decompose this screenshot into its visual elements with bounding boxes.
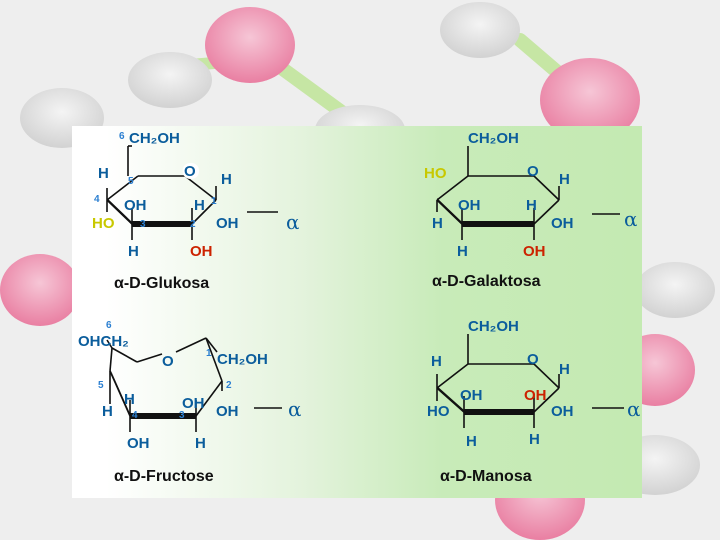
mannose-c3-h: H — [466, 433, 477, 450]
mannose-c2-h: H — [529, 431, 540, 448]
galactose-c4-ho: HO — [424, 165, 447, 182]
fructose-c4-number: 4 — [132, 410, 138, 421]
fructose-c4-oh: OH — [127, 435, 150, 452]
fructose-c1-number: 1 — [206, 348, 212, 359]
galactose-c2-oh: OH — [523, 243, 546, 260]
fructose-c6-group: OHCH₂ — [78, 333, 129, 350]
fructose-c5-number: 5 — [98, 380, 104, 391]
mannose-c5-h: H — [431, 353, 442, 370]
grey-atom — [635, 262, 715, 318]
grey-atom — [440, 2, 520, 58]
fructose-c2-number: 2 — [226, 380, 232, 391]
mannose-c4-oh: OH — [460, 387, 483, 404]
glucose-c1-h: H — [221, 171, 232, 188]
glucose-c6-number: 6 — [119, 131, 125, 142]
glucose-c3-number: 3 — [140, 219, 146, 230]
galactose-wedge-left — [437, 198, 463, 226]
fructose-structure: O OHCH₂ 6 1 CH₂OH 5 2 H H OH OH 4 3 OH H… — [78, 320, 302, 485]
mannose-structure: O CH₂OH H H OH OH OH HO H H α α-D-Manosa — [427, 318, 641, 485]
galactose-c1-h: H — [559, 171, 570, 188]
grey-atom — [128, 52, 212, 108]
glucose-c2-oh: OH — [190, 243, 213, 260]
fructose-c6-number: 6 — [106, 320, 112, 331]
fructose-c3-number: 3 — [179, 410, 185, 421]
glucose-c3-h: H — [128, 243, 139, 260]
glucose-wedge-left — [107, 198, 133, 226]
mannose-wedge-left — [437, 386, 465, 414]
fructose-wedge-left — [110, 369, 132, 418]
glucose-c1-oh: OH — [216, 215, 239, 232]
mannose-c1-h: H — [559, 361, 570, 378]
glucose-ring-o: O — [184, 163, 196, 180]
pink-atom — [540, 58, 640, 142]
galactose-ring-o: O — [527, 163, 539, 180]
glucose-name: α-D-Glukosa — [114, 275, 209, 292]
fructose-c4-h: H — [124, 391, 135, 408]
galactose-c6-group: CH₂OH — [468, 130, 519, 147]
mannose-c1-oh: OH — [551, 403, 574, 420]
glucose-ring-o-bg: O — [185, 163, 197, 180]
galactose-c2-h: H — [526, 197, 537, 214]
fructose-c2-group: CH₂OH — [217, 351, 268, 368]
galactose-c4-h: H — [432, 215, 443, 232]
mannose-alpha-symbol: α — [627, 397, 641, 421]
glucose-c3-ho: HO — [92, 215, 115, 232]
glucose-c5-h: H — [98, 165, 109, 182]
galactose-c1-oh: OH — [551, 215, 574, 232]
glucose-c2-h: H — [194, 197, 205, 214]
galactose-c3-oh: OH — [458, 197, 481, 214]
structures-panel: O O CH₂OH 6 H 5 H 4 OH H 1 OH HO 3 2 H O… — [72, 126, 642, 498]
mannose-c2-oh: OH — [524, 387, 547, 404]
glucose-c2-number: 2 — [190, 219, 196, 230]
pink-atom — [0, 254, 80, 326]
galactose-structure: O CH₂OH HO H H OH H OH H OH α α-D-Galakt… — [424, 130, 638, 290]
fructose-ring-o: O — [162, 353, 174, 370]
fructose-ring — [106, 337, 282, 432]
glucose-structure: O O CH₂OH 6 H 5 H 4 OH H 1 OH HO 3 2 H O… — [92, 130, 300, 292]
mannose-name: α-D-Manosa — [440, 468, 532, 485]
pink-atom — [205, 7, 295, 83]
fructose-c3-oh: OH — [182, 395, 205, 412]
galactose-alpha-symbol: α — [624, 207, 638, 231]
glucose-alpha-symbol: α — [286, 210, 300, 234]
glucose-c5-number: 5 — [128, 176, 134, 187]
galactose-name: α-D-Galaktosa — [432, 273, 541, 290]
mannose-c3-ho: HO — [427, 403, 450, 420]
fructose-name: α-D-Fructose — [114, 468, 214, 485]
mannose-c6-group: CH₂OH — [468, 318, 519, 335]
glucose-c1-number: 1 — [211, 196, 217, 207]
glucose-c6-group: CH₂OH — [129, 130, 180, 147]
galactose-c3-h: H — [457, 243, 468, 260]
glucose-c4-oh: OH — [124, 197, 147, 214]
fructose-c2-oh: OH — [216, 403, 239, 420]
fructose-c3-h: H — [195, 435, 206, 452]
glucose-c4-number: 4 — [94, 194, 100, 205]
fructose-c5-h: H — [102, 403, 113, 420]
fructose-alpha-symbol: α — [288, 397, 302, 421]
mannose-ring-o: O — [527, 351, 539, 368]
sugar-structures: O O CH₂OH 6 H 5 H 4 OH H 1 OH HO 3 2 H O… — [78, 130, 641, 485]
